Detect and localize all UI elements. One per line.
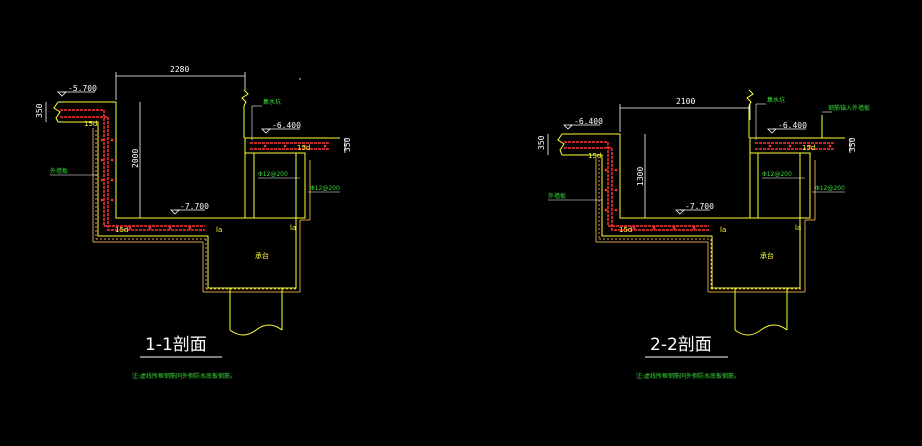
anchor-label-bottom-2: 15d	[619, 226, 632, 234]
left-top-elevation-2: -6.400	[574, 117, 603, 126]
section-note: 注:虚线所框钢筋同外侧防水底板钢筋。	[132, 372, 236, 380]
section-note-2: 注:虚线所框钢筋同外侧防水底板钢筋。	[636, 372, 740, 380]
right-top-elevation-2: -6.400	[778, 121, 807, 130]
width-dimension-2: 2100	[676, 97, 695, 106]
bottom-elevation: -7.700	[180, 202, 209, 211]
waterproof-hatch-2	[595, 158, 816, 293]
la-label-right-2: la	[795, 224, 801, 232]
rebar-label-2: Φ12@200	[310, 185, 340, 192]
waterproof-hatch	[92, 128, 311, 293]
right-slab-dimension-2: 350	[848, 137, 857, 152]
bottom-elevation-2: -7.700	[685, 202, 714, 211]
anchor-label-bottom: 15d	[115, 226, 128, 234]
right-top-elevation: -6.400	[272, 121, 301, 130]
depth-dimension-2: 1300	[636, 167, 645, 186]
anchor-label-top-2: 15d	[588, 152, 601, 160]
right-wall-label: 集水坑	[263, 98, 281, 106]
rebar-dots	[100, 138, 327, 230]
rebar-label-1-2: Φ12@200	[762, 171, 792, 178]
leader-lines-2	[548, 103, 845, 201]
rebar-lines	[60, 109, 330, 231]
elevation-markers	[57, 91, 300, 215]
right-slab-dimension: 350	[343, 137, 352, 152]
section-2-2: 2100 1300 350 350 -6.400 -6.400 -7.700 外…	[537, 89, 870, 380]
la-label-right: la	[290, 224, 296, 232]
rebar-lines-2	[564, 141, 835, 231]
left-top-elevation: -5.700	[68, 84, 97, 93]
pile-cap-label: 承台	[255, 251, 269, 260]
anchor-label-right: 15d	[297, 144, 310, 152]
extra-label-2: 钢筋锚入外墙板	[828, 104, 870, 112]
la-label-2: la	[720, 226, 726, 234]
left-slab-dimension-2: 350	[537, 135, 546, 150]
la-label: la	[216, 226, 222, 234]
rebar-dots-2	[604, 144, 832, 230]
concrete-outline-2	[557, 89, 845, 336]
left-wall-label: 外墙板	[50, 167, 68, 175]
rebar-label-2-2: Φ12@200	[815, 185, 845, 192]
depth-dimension: 2000	[131, 149, 140, 168]
left-wall-label-2: 外墙板	[548, 192, 566, 200]
section-title-2: 2-2剖面	[650, 335, 712, 355]
dimension-lines	[45, 72, 346, 218]
elevation-markers-2	[563, 124, 806, 215]
dimension-lines-2	[547, 104, 851, 218]
right-wall-label-2: 集水坑	[767, 96, 785, 104]
left-slab-dimension: 350	[35, 103, 44, 118]
anchor-label-right-2: 15d	[802, 144, 815, 152]
pile-cap-label-2: 承台	[760, 251, 774, 260]
anchor-label-top: 15d	[84, 120, 97, 128]
rebar-label-1: Φ12@200	[258, 171, 288, 178]
width-dimension: 2280	[170, 65, 189, 74]
concrete-outline	[53, 89, 340, 336]
section-1-1: 2280 2000 350 350 -5.700 -6.400 -7.700 外…	[35, 65, 352, 380]
leader-lines	[50, 105, 340, 193]
section-title: 1-1剖面	[145, 335, 207, 355]
